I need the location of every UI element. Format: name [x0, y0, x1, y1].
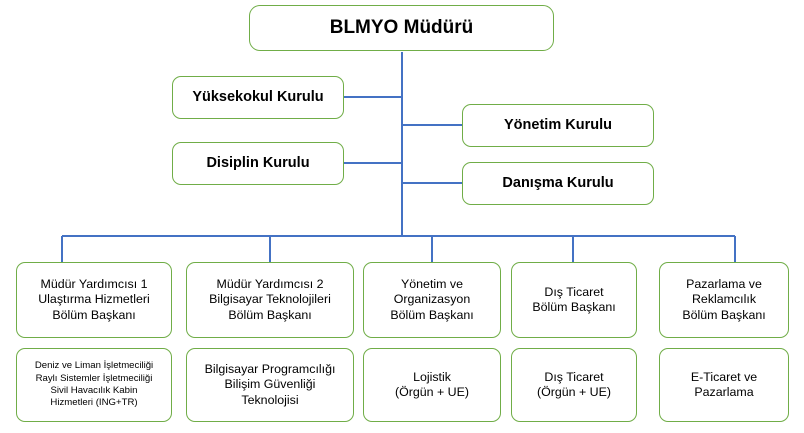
node-department-2[interactable]: Müdür Yardımcısı 2 Bilgisayar Teknolojil… — [186, 262, 354, 338]
node-program-2-label: Bilgisayar Programcılığı Bilişim Güvenli… — [204, 362, 336, 407]
node-program-5[interactable]: E-Ticaret ve Pazarlama — [659, 348, 789, 422]
node-program-2[interactable]: Bilgisayar Programcılığı Bilişim Güvenli… — [186, 348, 354, 422]
node-root[interactable]: BLMYO Müdürü — [249, 5, 554, 51]
node-department-4[interactable]: Dış Ticaret Bölüm Başkanı — [511, 262, 637, 338]
node-program-3-label: Lojistik (Örgün + UE) — [394, 369, 470, 399]
node-program-1[interactable]: Deniz ve Liman İşletmeciliği Raylı Siste… — [16, 348, 172, 422]
node-root-label: BLMYO Müdürü — [329, 17, 474, 39]
node-disiplin-kurulu-label: Disiplin Kurulu — [206, 154, 310, 171]
node-program-5-label: E-Ticaret ve Pazarlama — [690, 369, 758, 399]
node-department-3-label: Yönetim ve Organizasyon Bölüm Başkanı — [390, 277, 474, 322]
node-danisma-kurulu[interactable]: Danışma Kurulu — [462, 162, 654, 205]
node-yonetim-kurulu[interactable]: Yönetim Kurulu — [462, 104, 654, 147]
node-yuksekokul-kurulu[interactable]: Yüksekokul Kurulu — [172, 76, 344, 119]
node-department-3[interactable]: Yönetim ve Organizasyon Bölüm Başkanı — [363, 262, 501, 338]
node-program-1-label: Deniz ve Liman İşletmeciliği Raylı Siste… — [34, 360, 154, 409]
node-program-4-label: Dış Ticaret (Örgün + UE) — [536, 369, 612, 399]
node-department-1-label: Müdür Yardımcısı 1 Ulaştırma Hizmetleri … — [38, 277, 150, 322]
node-department-5-label: Pazarlama ve Reklamcılık Bölüm Başkanı — [682, 277, 766, 322]
node-department-2-label: Müdür Yardımcısı 2 Bilgisayar Teknolojil… — [209, 277, 331, 322]
node-disiplin-kurulu[interactable]: Disiplin Kurulu — [172, 142, 344, 185]
node-department-1[interactable]: Müdür Yardımcısı 1 Ulaştırma Hizmetleri … — [16, 262, 172, 338]
node-yuksekokul-kurulu-label: Yüksekokul Kurulu — [192, 88, 324, 105]
node-program-4[interactable]: Dış Ticaret (Örgün + UE) — [511, 348, 637, 422]
node-yonetim-kurulu-label: Yönetim Kurulu — [504, 116, 612, 133]
node-danisma-kurulu-label: Danışma Kurulu — [502, 174, 614, 191]
node-department-4-label: Dış Ticaret Bölüm Başkanı — [532, 284, 616, 314]
node-department-5[interactable]: Pazarlama ve Reklamcılık Bölüm Başkanı — [659, 262, 789, 338]
node-program-3[interactable]: Lojistik (Örgün + UE) — [363, 348, 501, 422]
